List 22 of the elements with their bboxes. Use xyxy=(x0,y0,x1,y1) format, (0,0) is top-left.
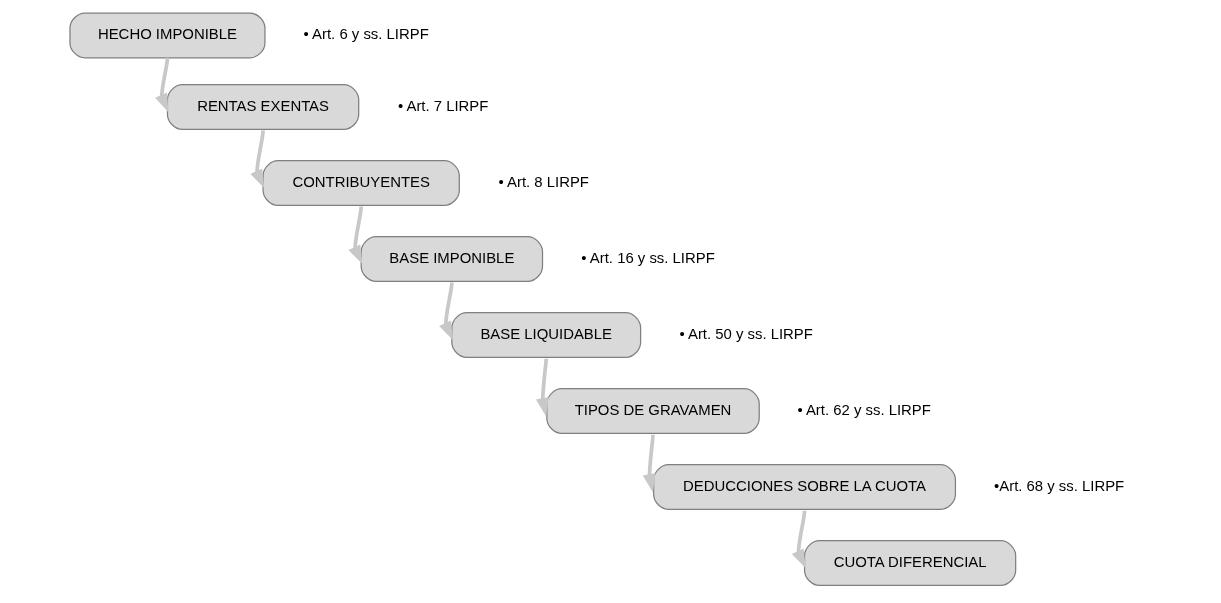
node-label: • Art. 50 y ss. LIRPF xyxy=(679,325,813,342)
node-label: • Art. 6 y ss. LIRPF xyxy=(303,26,429,43)
node-box: CUOTA DIFERENCIAL xyxy=(803,540,1017,586)
node-box: DEDUCCIONES SOBRE LA CUOTA xyxy=(653,464,957,510)
node-box: TIPOS DE GRAVAMEN xyxy=(546,388,760,434)
node-label: •Art. 68 y ss. LIRPF xyxy=(994,477,1125,494)
node-label: • Art. 8 LIRPF xyxy=(498,173,589,190)
node-label: • Art. 7 LIRPF xyxy=(397,97,489,114)
arrow xyxy=(155,57,170,113)
arrow xyxy=(250,130,265,189)
node-box: BASE LIQUIDABLE xyxy=(451,312,642,358)
node-box: CONTRIBUYENTES xyxy=(262,160,460,206)
node-box: BASE IMPONIBLE xyxy=(360,236,544,282)
arrow xyxy=(348,206,364,265)
arrow xyxy=(791,510,807,569)
node-box: HECHO IMPONIBLE xyxy=(69,12,266,59)
node-label: • Art. 16 y ss. LIRPF xyxy=(581,249,715,266)
node-box: RENTAS EXENTAS xyxy=(166,84,360,130)
arrow xyxy=(439,282,454,341)
arrow xyxy=(642,434,656,493)
arrow xyxy=(535,358,549,417)
node-label: • Art. 62 y ss. LIRPF xyxy=(797,401,931,418)
